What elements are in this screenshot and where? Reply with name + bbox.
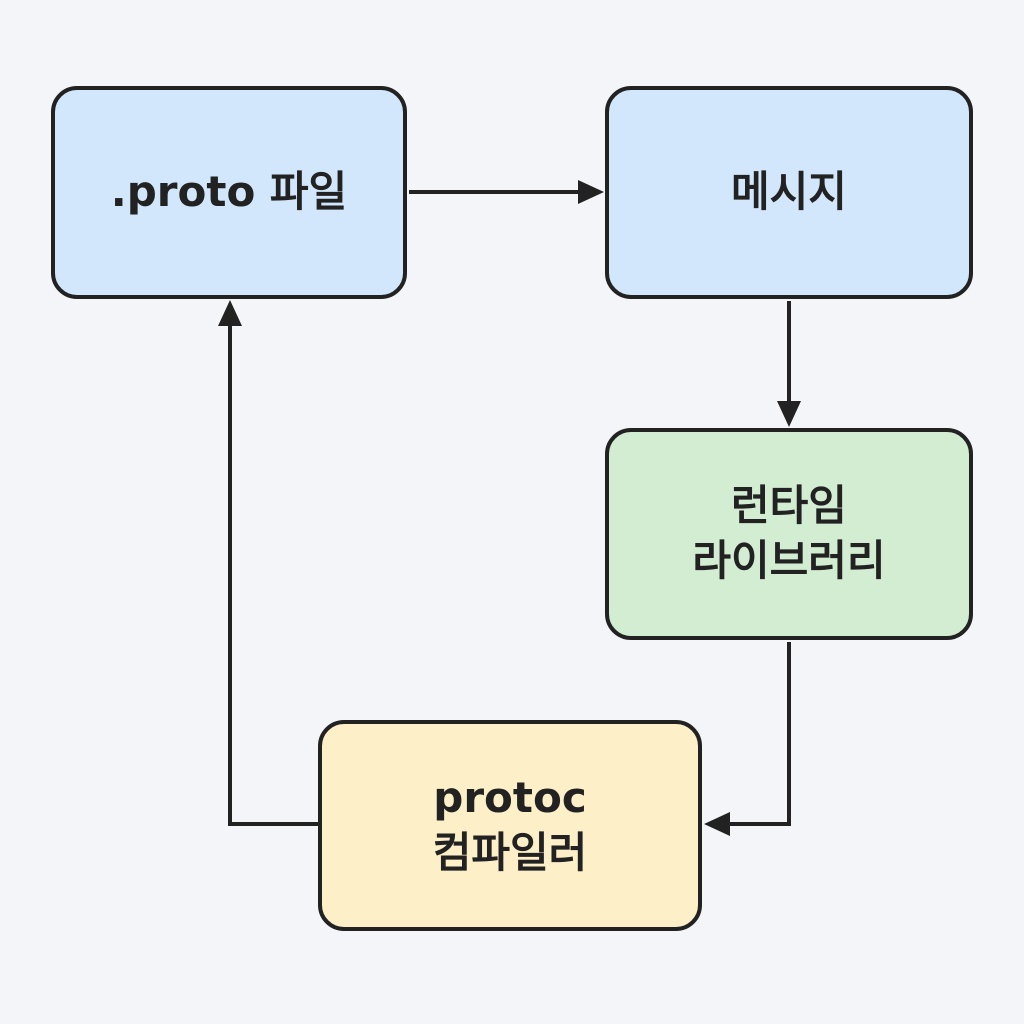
runtime-library-label-line1: 런타임 (731, 481, 847, 531)
message-label: 메시지 (731, 167, 847, 217)
arrow-left-icon (704, 812, 730, 836)
arrow-down-icon (777, 401, 801, 427)
protoc-compiler-node: protoc 컴파일러 (318, 720, 702, 931)
protoc-compiler-label-line2: 컴파일러 (432, 827, 588, 877)
edge-proto-to-message (409, 180, 604, 204)
arrow-right-icon (578, 180, 604, 204)
edge-message-to-runtime (777, 301, 801, 427)
runtime-library-node: 런타임 라이브러리 (605, 428, 973, 640)
edge-protoc-to-proto (218, 300, 318, 826)
arrow-up-icon (218, 300, 242, 326)
edge-runtime-to-protoc (704, 642, 791, 836)
proto-file-label: .proto 파일 (110, 167, 348, 217)
runtime-library-label-line2: 라이브러리 (692, 536, 886, 585)
proto-file-node: .proto 파일 (51, 86, 407, 299)
protoc-compiler-label-line1: protoc (433, 772, 587, 822)
message-node: 메시지 (605, 86, 973, 299)
